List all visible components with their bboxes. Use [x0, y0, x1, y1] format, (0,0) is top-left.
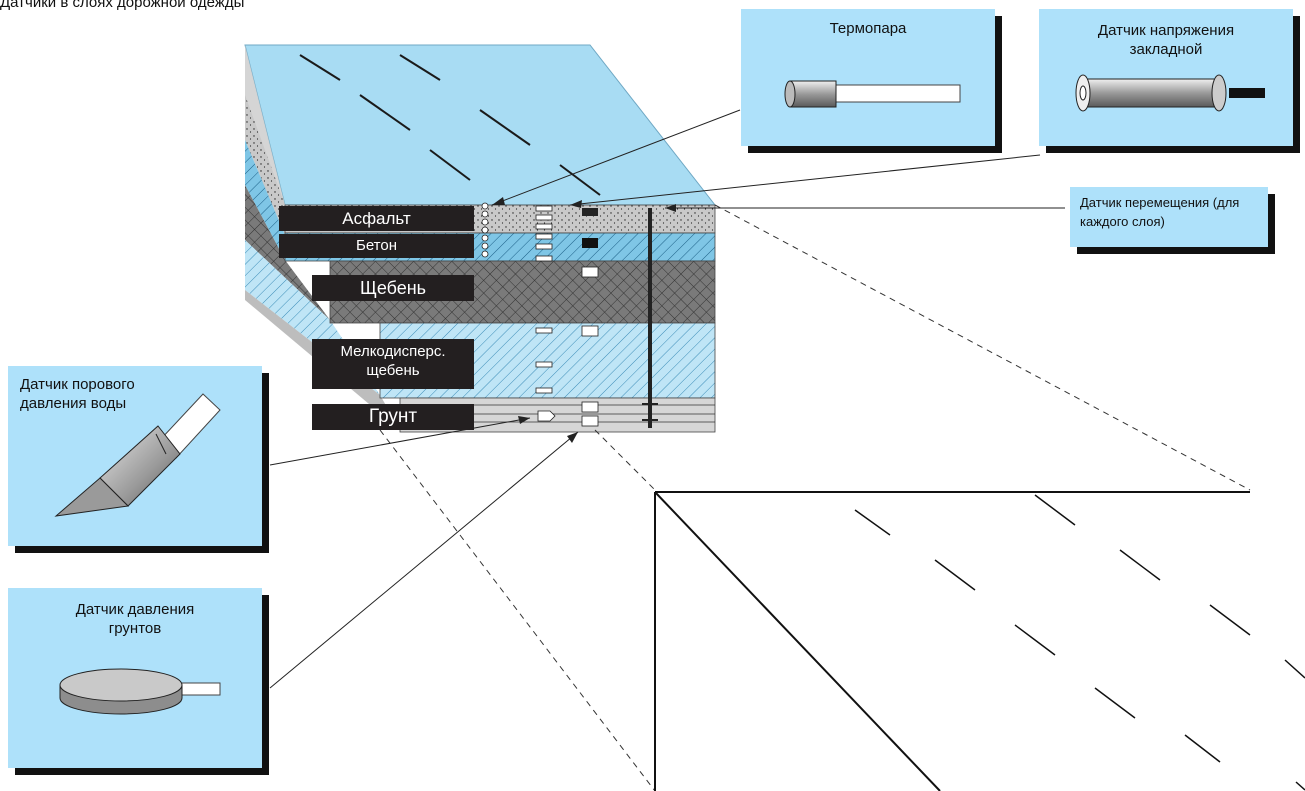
pore-pressure-probe-icon: [54, 393, 221, 517]
callout-displacement: Датчик перемещения (для каждого слоя): [1070, 187, 1268, 247]
road-surface: [244, 44, 717, 206]
callout-pore-pressure: Датчик порового давления воды: [8, 366, 262, 546]
callout-pore-pressure-title: Датчик порового давления воды: [20, 376, 135, 412]
callout-soil-pressure-title: Датчик давления грунтов: [75, 601, 195, 637]
label-fine-crushed-stone: Мелкодисперс. щебень: [312, 339, 474, 389]
label-crushed-stone: Щебень: [312, 275, 474, 301]
strain-gauge-markers: [535, 205, 553, 394]
callout-thermocouple: Термопара: [741, 9, 995, 146]
pressure-cell-icon: [59, 668, 221, 715]
top-caption: Датчики в слоях дорожной одежды: [0, 0, 245, 11]
thermocouple-markers: [481, 202, 489, 258]
callout-soil-pressure: Датчик давления грунтов: [8, 588, 262, 768]
thermocouple-icon: [784, 80, 961, 108]
callout-strain-gauge-title: Датчик напряжения закладной: [1097, 22, 1235, 58]
callout-strain-gauge: Датчик напряжения закладной: [1039, 9, 1293, 146]
label-asphalt: Асфальт: [279, 206, 474, 231]
label-concrete: Бетон: [279, 234, 474, 258]
callout-displacement-title: Датчик перемещения (для каждого слоя): [1080, 195, 1240, 229]
callout-thermocouple-title: Термопара: [829, 20, 907, 37]
label-soil: Грунт: [312, 404, 474, 430]
strain-gauge-icon: [1075, 74, 1265, 112]
